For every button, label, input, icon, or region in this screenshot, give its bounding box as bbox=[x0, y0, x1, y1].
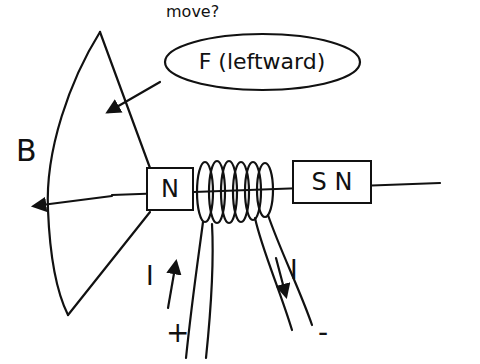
polarity-sign: + bbox=[166, 318, 189, 349]
coil bbox=[197, 161, 273, 223]
force-callout: F (leftward) bbox=[163, 32, 362, 92]
node-text: N bbox=[161, 176, 179, 202]
current-arrow bbox=[168, 262, 176, 308]
current-label: I bbox=[146, 262, 154, 291]
question-note: move? bbox=[166, 3, 219, 21]
current-arrow bbox=[276, 258, 286, 296]
cone-edge bbox=[100, 32, 150, 168]
cone-edge bbox=[68, 212, 150, 315]
node-text: F (leftward) bbox=[199, 50, 326, 74]
field-arrow bbox=[34, 196, 112, 206]
wire bbox=[206, 224, 213, 358]
current-label: I bbox=[290, 256, 298, 285]
polarity-sign: - bbox=[318, 318, 328, 349]
cone-rim bbox=[48, 32, 100, 315]
force-arrow bbox=[108, 82, 160, 112]
field-label: B bbox=[16, 134, 37, 167]
wire bbox=[268, 215, 312, 325]
callout-outline bbox=[165, 34, 360, 90]
coil-magnet-box: N bbox=[146, 167, 194, 211]
wire bbox=[255, 218, 292, 330]
bar-magnet-box: S N bbox=[292, 160, 372, 204]
node-text: S N bbox=[312, 169, 353, 195]
